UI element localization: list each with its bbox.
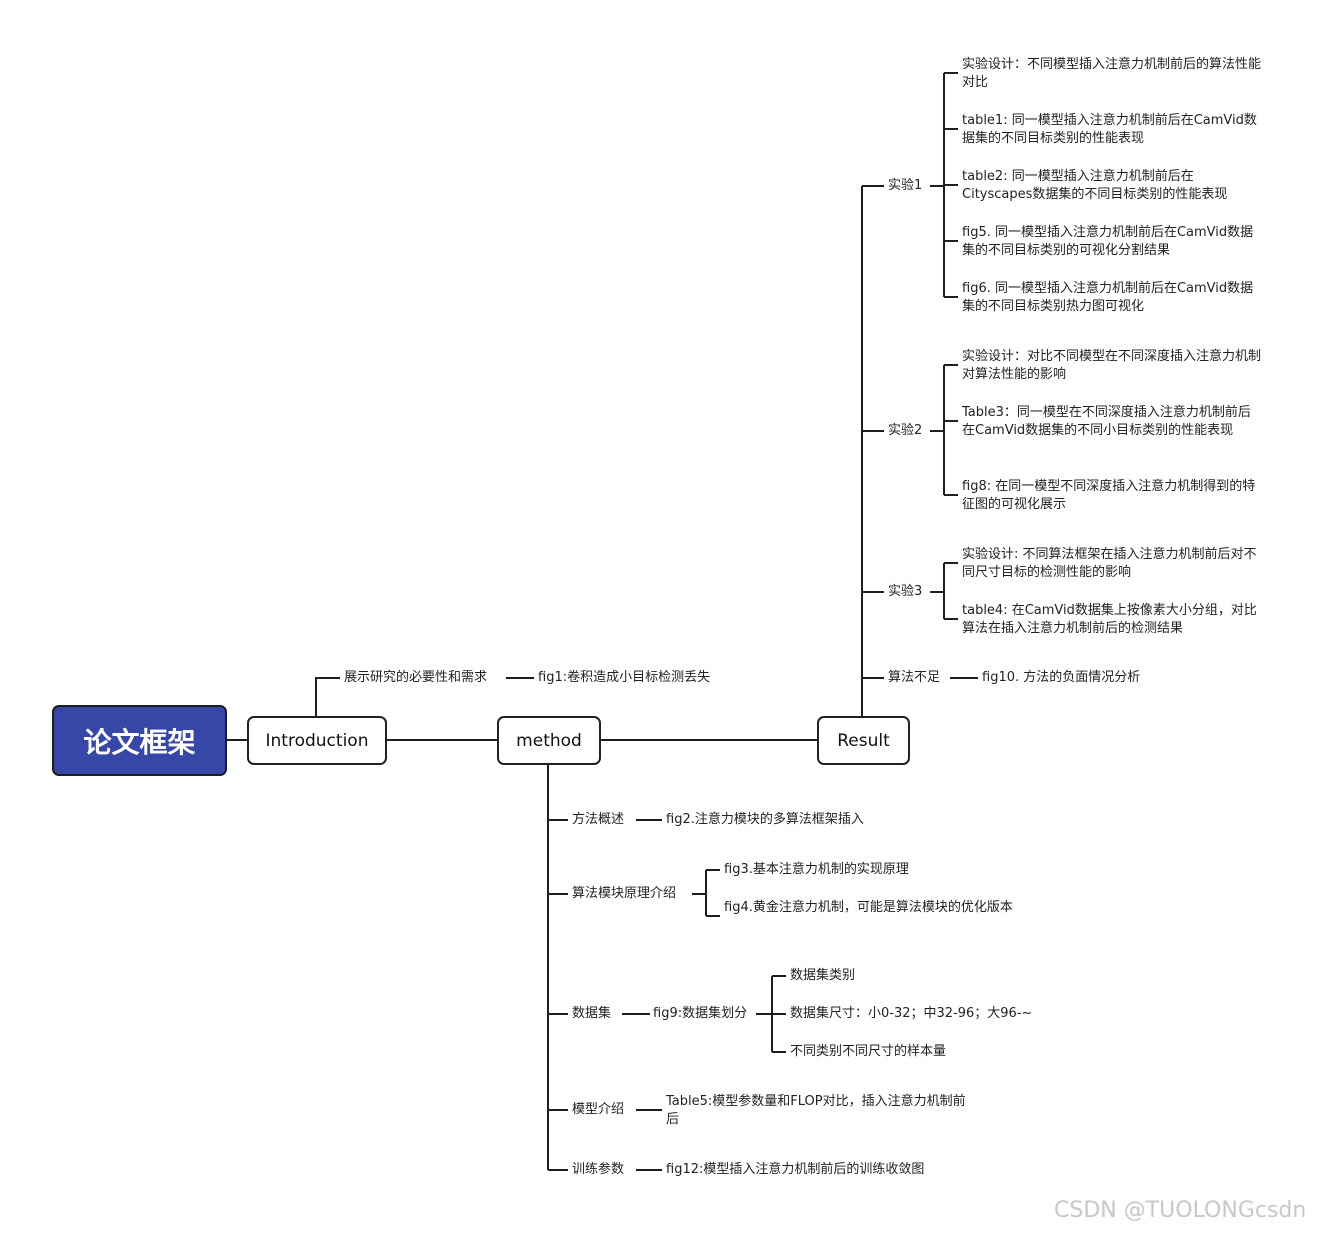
method-train-label[interactable]: 训练参数 [572,1161,625,1179]
method-dataset-fig9[interactable]: fig9:数据集划分 [653,1005,748,1023]
result-node[interactable]: Result [817,716,910,765]
exp1-item[interactable]: fig5. 同一模型插入注意力机制前后在CamVid数据集的不同目标类别的可视化… [962,225,1254,258]
limit-label[interactable]: 算法不足 [888,669,941,687]
exp3-item[interactable]: 实验设计: 不同算法框架在插入注意力机制前后对不同尺寸目标的检测性能的影响 [962,547,1257,580]
exp1-item[interactable]: fig6. 同一模型插入注意力机制前后在CamVid数据集的不同目标类别热力图可… [962,281,1254,314]
introduction-node[interactable]: Introduction [247,716,387,765]
exp2-item[interactable]: 实验设计：对比不同模型在不同深度插入注意力机制对算法性能的影响 [962,349,1262,382]
method-dataset-label[interactable]: 数据集 [572,1005,612,1023]
exp1-label[interactable]: 实验1 [888,177,923,195]
exp1-item[interactable]: table1: 同一模型插入注意力机制前后在CamVid数据集的不同目标类别的性… [962,113,1257,146]
method-dataset-item[interactable]: 数据集类别 [790,967,856,985]
method-label: method [516,730,582,751]
introduction-label: Introduction [265,730,369,751]
limit-fig10-label[interactable]: fig10. 方法的负面情况分析 [982,669,1141,687]
exp3-item[interactable]: table4: 在CamVid数据集上按像素大小分组，对比算法在插入注意力机制前… [962,603,1257,636]
method-node[interactable]: method [497,716,601,765]
exp2-item[interactable]: fig8: 在同一模型不同深度插入注意力机制得到的特征图的可视化展示 [962,479,1256,512]
method-model-label[interactable]: 模型介绍 [572,1101,625,1119]
intro-fig1-label[interactable]: fig1:卷积造成小目标检测丢失 [538,669,711,687]
method-dataset-item[interactable]: 不同类别不同尺寸的样本量 [790,1043,947,1061]
method-train-fig12[interactable]: fig12:模型插入注意力机制前后的训练收敛图 [666,1161,925,1179]
method-module-item[interactable]: fig3.基本注意力机制的实现原理 [724,862,909,877]
root-node[interactable]: 论文框架 [52,705,227,776]
result-label: Result [837,730,890,751]
method-overview-label[interactable]: 方法概述 [572,811,625,829]
exp2-item[interactable]: Table3：同一模型在不同深度插入注意力机制前后在CamVid数据集的不同小目… [962,405,1251,438]
method-module-label[interactable]: 算法模块原理介绍 [572,885,677,903]
method-dataset-item[interactable]: 数据集尺寸：小0-32；中32-96；大96-~ [790,1005,1033,1023]
exp1-item[interactable]: 实验设计：不同模型插入注意力机制前后的算法性能对比 [962,57,1262,90]
exp2-label[interactable]: 实验2 [888,422,923,440]
intro-branch-label[interactable]: 展示研究的必要性和需求 [344,669,488,687]
method-module-item[interactable]: fig4.黄金注意力机制，可能是算法模块的优化版本 [724,900,1013,915]
method-overview-fig2[interactable]: fig2.注意力模块的多算法框架插入 [666,811,864,829]
exp1-item[interactable]: table2: 同一模型插入注意力机制前后在Cityscapes数据集的不同目标… [962,169,1228,202]
csdn-watermark: CSDN @TUOLONGcsdn [1054,1198,1307,1223]
method-model-table5[interactable]: Table5:模型参数量和FLOP对比，插入注意力机制前后 [666,1094,966,1127]
exp3-label[interactable]: 实验3 [888,583,923,601]
root-title: 论文框架 [83,725,196,759]
